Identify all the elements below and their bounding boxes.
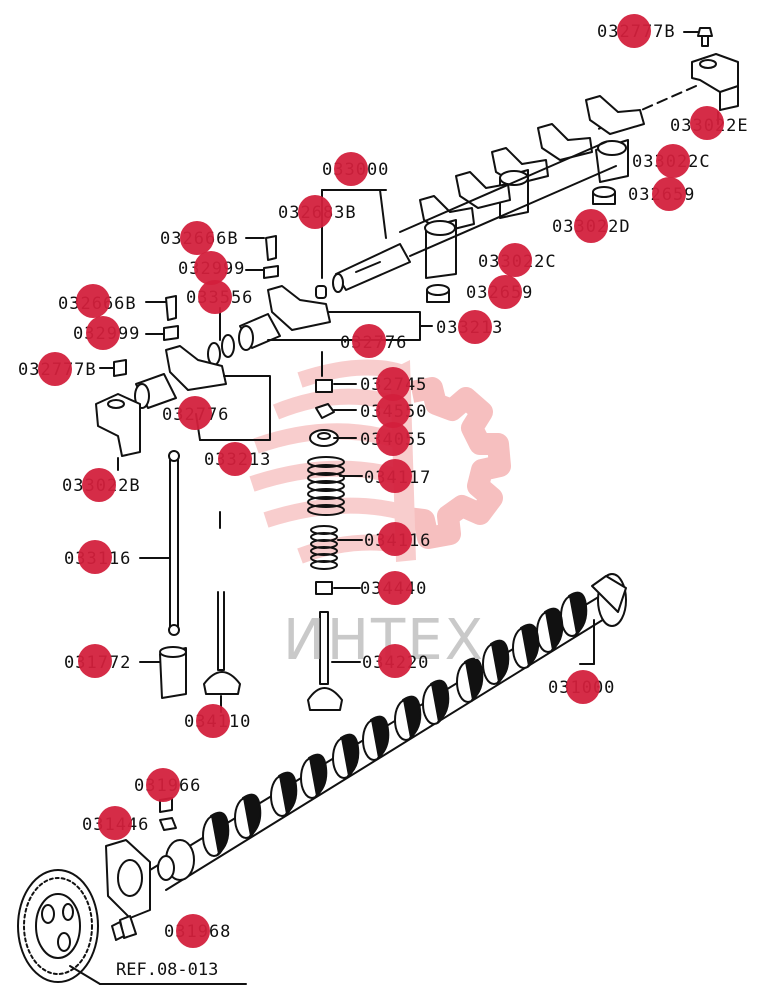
- callout-marker[interactable]: [98, 806, 132, 840]
- callout-marker[interactable]: [378, 459, 412, 493]
- callout-marker[interactable]: [690, 106, 724, 140]
- callout-marker[interactable]: [298, 195, 332, 229]
- callout-marker[interactable]: [198, 280, 232, 314]
- callout-marker[interactable]: [334, 152, 368, 186]
- callout-marker[interactable]: [458, 310, 492, 344]
- callout-marker[interactable]: [617, 14, 651, 48]
- callout-marker[interactable]: [176, 914, 210, 948]
- callout-marker[interactable]: [38, 352, 72, 386]
- callout-marker[interactable]: [194, 251, 228, 285]
- reference-label[interactable]: REF.08-013: [116, 960, 219, 980]
- callout-marker[interactable]: [656, 144, 690, 178]
- callout-marker[interactable]: [566, 670, 600, 704]
- callout-marker[interactable]: [180, 221, 214, 255]
- callout-marker[interactable]: [378, 522, 412, 556]
- callout-marker[interactable]: [218, 442, 252, 476]
- callout-marker[interactable]: [352, 324, 386, 358]
- callout-marker[interactable]: [82, 468, 116, 502]
- callout-marker[interactable]: [178, 396, 212, 430]
- callout-marker[interactable]: [78, 644, 112, 678]
- callout-marker[interactable]: [652, 177, 686, 211]
- callout-marker[interactable]: [86, 316, 120, 350]
- callout-marker[interactable]: [196, 704, 230, 738]
- callout-marker[interactable]: [146, 768, 180, 802]
- callout-marker[interactable]: [378, 571, 412, 605]
- callout-marker[interactable]: [574, 209, 608, 243]
- callout-marker[interactable]: [378, 644, 412, 678]
- callout-marker[interactable]: [498, 243, 532, 277]
- callout-marker[interactable]: [488, 275, 522, 309]
- callout-marker[interactable]: [76, 284, 110, 318]
- callout-marker[interactable]: [78, 540, 112, 574]
- callout-marker[interactable]: [376, 422, 410, 456]
